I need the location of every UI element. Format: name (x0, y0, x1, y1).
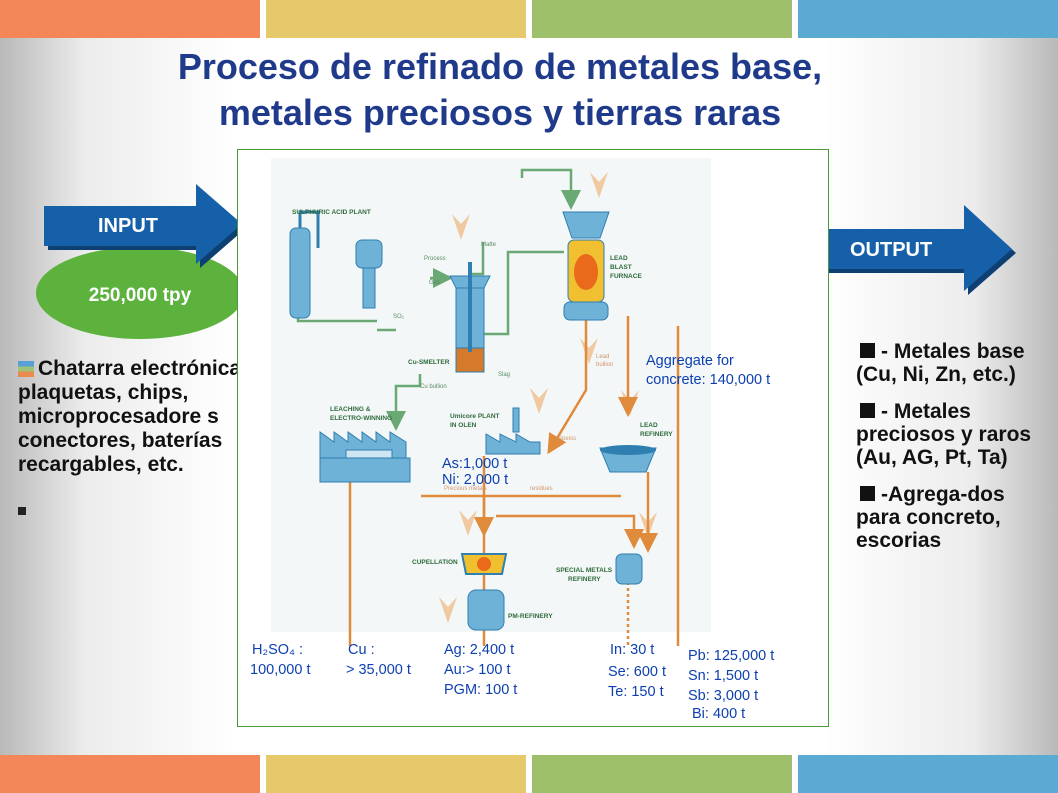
h2so4-label: H₂SO₄ : (252, 642, 303, 658)
process-diagram: SULPHURIC ACID PLANT LEAD BLAST FURNACE … (250, 158, 774, 722)
output-list: - Metales base (Cu, Ni, Zn, etc.) - Meta… (856, 340, 1052, 566)
pgm-amount: PGM: 100 t (444, 682, 517, 698)
lead-blast-furnace (562, 211, 610, 321)
band-yellow (266, 0, 526, 38)
output-label: OUTPUT (850, 239, 933, 261)
h2so4-amount: 100,000 t (250, 662, 310, 678)
special-metals-refinery (615, 553, 643, 585)
label-leaching-2: ELECTRO-WINNING (330, 415, 392, 422)
input-arrow: INPUT (42, 182, 252, 268)
cu-amount: > 35,000 t (346, 662, 411, 678)
label-blast-1: LEAD (610, 255, 628, 262)
label-leaching-1: LEACHING & (330, 406, 371, 413)
label-umicore-1: Umicore PLANT (450, 413, 500, 420)
leaching-electrowinning (319, 431, 411, 483)
output-arrow-shape (810, 205, 1016, 295)
title-line-2: metales preciosos y tierras raras (218, 92, 782, 133)
sb-amount: Sb: 3,000 t (688, 688, 758, 704)
cu-label: Cu : (348, 642, 375, 658)
label-special-2: REFINERY (568, 576, 601, 583)
band-green (532, 0, 792, 38)
output-item: - Metales preciosos y raros (Au, AG, Pt,… (856, 400, 1032, 469)
label-smelter: Cu-SMELTER (408, 359, 450, 366)
label-cupellation: CUPELLATION (412, 559, 458, 566)
bullet-icon (18, 507, 26, 515)
output-item: -Agrega-dos para concreto, escorias (856, 483, 1005, 552)
input-label: INPUT (98, 215, 158, 237)
band-yellow (266, 755, 526, 793)
band-blue (798, 755, 1058, 793)
top-color-band (0, 0, 1058, 38)
bi-amount: Bi: 400 t (692, 706, 745, 722)
lead-refinery (599, 445, 657, 473)
output-item: - Metales base (Cu, Ni, Zn, etc.) (856, 340, 1025, 386)
as-amount: As:1,000 t (442, 456, 507, 472)
cupellation (460, 553, 508, 575)
capacity-text: 250,000 tpy (88, 285, 192, 306)
label-leadref-1: LEAD (640, 422, 658, 429)
cu-smelter (449, 262, 491, 373)
capacity-ellipse: 250,000 tpy (36, 247, 244, 339)
ag-amount: Ag: 2,400 t (444, 642, 514, 658)
bullet-icon (18, 361, 34, 377)
flow-so2: SO₂ (393, 314, 405, 320)
sulphuric-acid-plant (289, 210, 383, 319)
metal-flows (348, 316, 680, 646)
pm-refinery (467, 589, 505, 631)
square-bullet-icon (860, 486, 875, 501)
pb-amount: Pb: 125,000 t (688, 648, 774, 664)
aggregate-line-1: Aggregate for (646, 353, 734, 369)
square-bullet-icon (860, 343, 875, 358)
label-sulphuric: SULPHURIC ACID PLANT (292, 209, 371, 216)
flow-process: Process (424, 256, 446, 262)
flow-speiss: Speiss (558, 436, 576, 442)
umicore-plant (485, 407, 541, 455)
label-blast-3: FURNACE (610, 273, 642, 280)
slide-title: Proceso de refinado de metales base, met… (80, 44, 920, 136)
band-orange (0, 0, 260, 38)
flow-cu-bullion: Cu bullion (420, 384, 447, 390)
title-line-1: Proceso de refinado de metales base, (177, 46, 823, 87)
se-amount: Se: 600 t (608, 664, 666, 680)
output-arrow: OUTPUT (808, 203, 1018, 295)
label-leadref-2: REFINERY (640, 431, 673, 438)
band-orange (0, 755, 260, 793)
in-amount: In: 30 t (610, 642, 654, 658)
flow-gas: Gas (429, 280, 440, 286)
band-green (532, 755, 792, 793)
sn-amount: Sn: 1,500 t (688, 668, 758, 684)
process-diagram-frame: SULPHURIC ACID PLANT LEAD BLAST FURNACE … (237, 149, 829, 727)
input-arrow-shape (44, 184, 246, 268)
flow-lead-bullion-2: bullion (596, 362, 613, 368)
aggregate-line-2: concrete: 140,000 t (646, 372, 770, 388)
au-amount: Au:> 100 t (444, 662, 511, 678)
input-description-text: Chatarra electrónica: plaquetas, chips, … (18, 357, 249, 476)
label-blast-2: BLAST (610, 264, 632, 271)
square-bullet-icon (860, 403, 875, 418)
flow-precious: Precious metals (444, 486, 487, 492)
flow-residues: residues (530, 486, 553, 492)
input-description: Chatarra electrónica: plaquetas, chips, … (18, 357, 256, 515)
flow-matte: Matte (481, 242, 497, 248)
ni-amount: Ni: 2,000 t (442, 472, 508, 488)
label-umicore-2: IN OLEN (450, 422, 477, 429)
label-special-1: SPECIAL METALS (556, 567, 613, 574)
label-pm-refinery: PM-REFINERY (508, 613, 553, 620)
te-amount: Te: 150 t (608, 684, 664, 700)
band-blue (798, 0, 1058, 38)
bottom-color-band (0, 755, 1058, 793)
flow-slag: Slag (498, 372, 510, 378)
flow-lead-bullion-1: Lead (596, 354, 609, 360)
